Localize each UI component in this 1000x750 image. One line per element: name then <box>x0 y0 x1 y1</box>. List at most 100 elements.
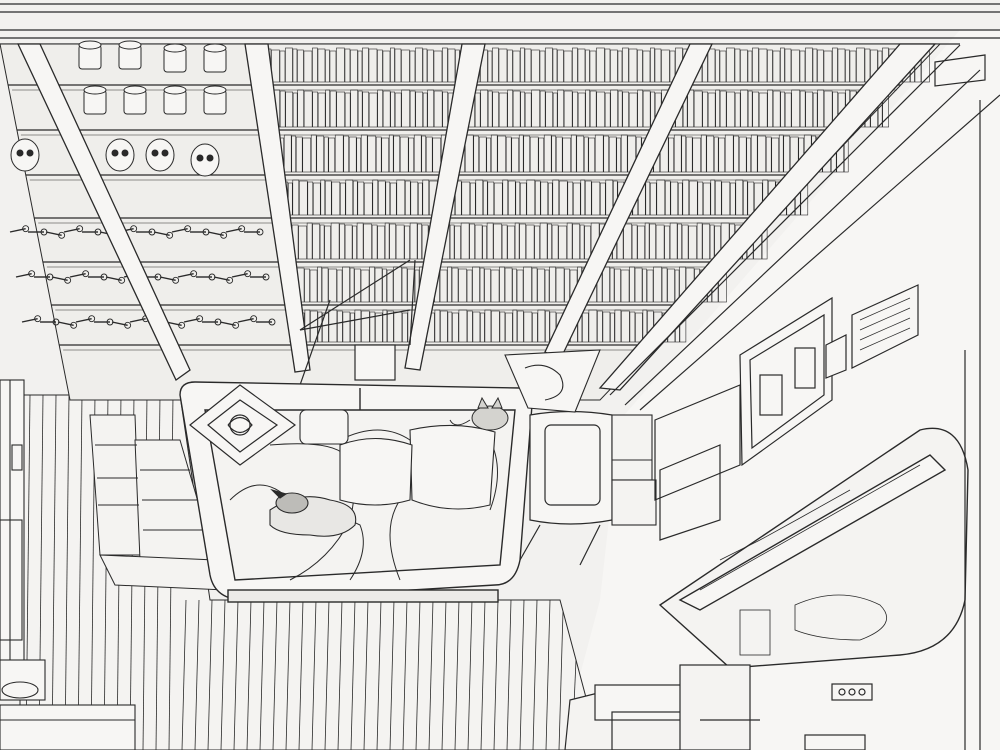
book-spine <box>375 312 383 343</box>
book-spine <box>529 136 539 173</box>
book-spine <box>603 135 610 173</box>
book-spine <box>729 182 736 216</box>
book-spine <box>504 267 513 303</box>
book-spine <box>361 310 370 343</box>
book-spine <box>628 48 638 83</box>
floor-plank <box>246 599 252 750</box>
book-spine <box>634 267 643 303</box>
floor-plank <box>207 599 213 750</box>
book-spine <box>740 89 748 128</box>
book-spine <box>415 91 423 128</box>
pillow <box>299 409 496 510</box>
book-spine <box>303 50 313 83</box>
sleeping-dog <box>269 488 357 537</box>
book-spine <box>454 225 461 260</box>
book-spine <box>487 90 493 128</box>
book-spine <box>537 268 545 303</box>
book-spine <box>644 222 650 260</box>
book-spine <box>515 181 521 216</box>
book-spine <box>849 50 857 83</box>
book-spine <box>427 49 434 83</box>
stacked-crates <box>89 414 226 591</box>
floor-plank <box>415 599 421 750</box>
book-spine <box>484 268 491 303</box>
book-spine <box>539 222 548 260</box>
book-spine <box>502 179 509 216</box>
book-spine <box>360 134 368 173</box>
book-spine <box>757 135 767 173</box>
book-spine <box>702 223 710 260</box>
book-spine <box>714 180 722 216</box>
book-spine <box>591 181 601 216</box>
book-spine <box>562 137 572 173</box>
book-spine <box>422 179 430 216</box>
book-spine <box>432 137 442 173</box>
book-spine <box>564 268 570 303</box>
book-spine <box>682 179 690 216</box>
skull-eye <box>196 154 204 162</box>
jar-lid <box>118 40 142 50</box>
book-spine <box>331 181 341 216</box>
book-spine <box>399 136 409 173</box>
book-spine <box>784 48 792 83</box>
book-spine <box>614 309 622 343</box>
book-spine <box>610 89 618 128</box>
book-spine <box>440 310 448 343</box>
skull <box>145 138 175 172</box>
book-spine <box>668 137 675 173</box>
book-spine <box>552 92 558 128</box>
book-spine <box>458 268 467 303</box>
book-spine <box>664 180 671 216</box>
book-spine <box>363 182 373 216</box>
book-spine <box>427 89 434 128</box>
book-spine <box>479 267 485 303</box>
cat <box>449 396 509 431</box>
book-spine <box>350 89 358 128</box>
floor-plank <box>467 599 473 750</box>
book-spine <box>474 92 481 128</box>
book-spine <box>558 180 568 216</box>
book-spine <box>512 268 517 303</box>
book-spine <box>487 50 493 83</box>
book-spine <box>285 47 293 83</box>
book-spine <box>580 179 586 216</box>
book-spine <box>534 225 540 260</box>
floor-plank <box>389 599 395 750</box>
book-spine <box>746 137 752 173</box>
book-spine <box>292 179 300 216</box>
book-spine <box>653 266 662 303</box>
book-spine <box>382 90 391 128</box>
book-spine <box>511 137 520 173</box>
book-spine <box>669 222 678 260</box>
book-spine <box>551 135 557 173</box>
book-spine <box>585 49 590 83</box>
wrench-head <box>172 276 180 284</box>
book-spine <box>334 134 344 173</box>
book-spine <box>635 312 643 343</box>
floor-plank <box>441 599 447 750</box>
book-spine <box>817 49 824 83</box>
book-spine <box>377 49 383 83</box>
book-spine <box>537 309 546 343</box>
book-spine <box>629 311 636 343</box>
book-spine <box>328 137 336 173</box>
book-spine <box>409 50 416 83</box>
book-spine <box>439 269 448 303</box>
book-spine <box>279 50 286 83</box>
book-spine <box>387 310 394 343</box>
book-spine <box>368 92 378 128</box>
wrench-head <box>34 315 42 323</box>
book-spine <box>799 90 806 128</box>
book-spine <box>780 47 785 83</box>
floor-plank <box>428 599 434 750</box>
book-spine <box>486 137 492 173</box>
book-spine <box>707 92 716 128</box>
book-spine <box>377 225 385 260</box>
floor-plank <box>324 599 330 750</box>
book-spine <box>381 137 390 173</box>
book-spine <box>758 92 768 128</box>
book-spine <box>817 89 824 128</box>
book-spine <box>734 92 741 128</box>
